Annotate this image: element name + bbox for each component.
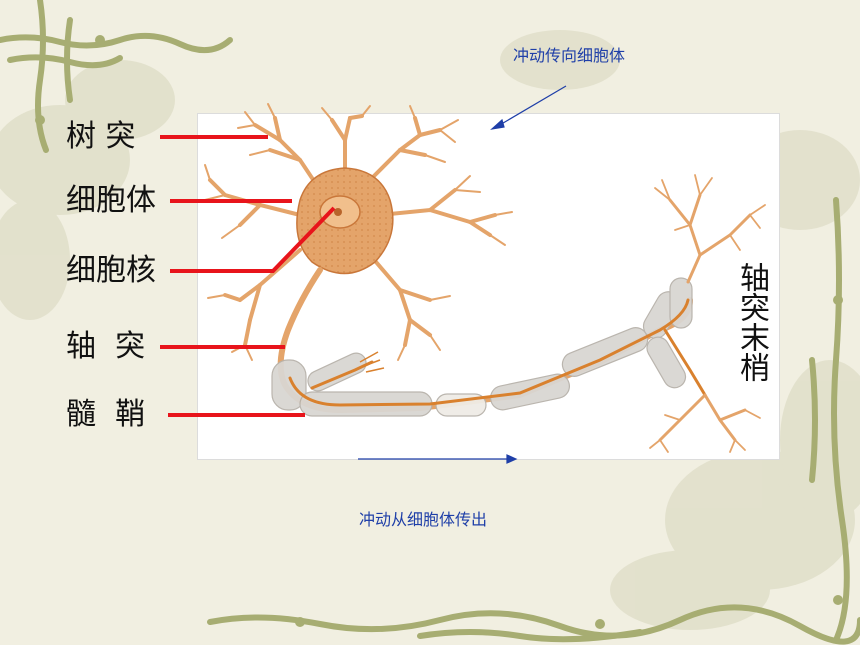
impulse-arrows [358, 85, 567, 464]
dendrites [204, 103, 513, 361]
label-lines [160, 135, 336, 417]
label-nucleus: 细胞核 [66, 253, 156, 288]
axon-terminals [649, 174, 766, 453]
label-dendrite: 树 突 [66, 119, 136, 154]
label-myelin-sheath: 髓 鞘 [66, 397, 146, 432]
arrow-toward-cell-body [497, 85, 567, 127]
label-axon: 轴 突 [66, 329, 146, 364]
label-axon-terminal: 轴突末梢 [734, 262, 769, 382]
nucleus-line [170, 206, 336, 273]
caption-impulse-from-cell-body: 冲动从细胞体传出 [359, 510, 488, 529]
label-cell-body: 细胞体 [66, 183, 156, 218]
caption-impulse-toward-cell-body: 冲动传向细胞体 [513, 46, 626, 65]
